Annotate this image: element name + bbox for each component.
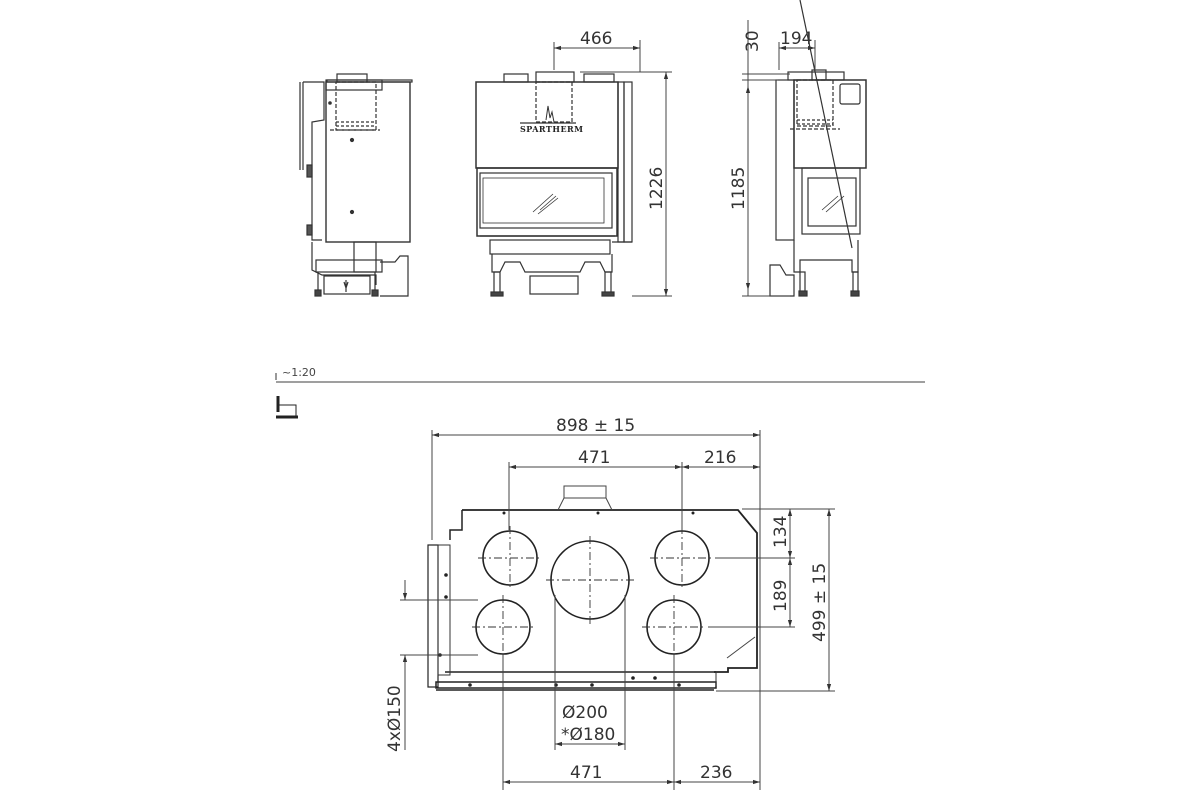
dim-front-466: 466 xyxy=(580,29,612,49)
brand-logo-text: SPARTHERM xyxy=(520,124,584,134)
side-view-right xyxy=(742,0,867,297)
dim-overall-width: 898 ± 15 xyxy=(556,416,635,436)
dim-overall-depth: 499 ± 15 xyxy=(810,563,830,642)
dim-right-189: 189 xyxy=(771,580,791,612)
scale-divider xyxy=(275,373,925,419)
dim-front-1226: 1226 xyxy=(647,167,667,210)
dim-side-194: 194 xyxy=(780,29,812,49)
dim-side-1185: 1185 xyxy=(729,167,749,210)
side-view-left xyxy=(299,73,413,297)
top-view xyxy=(400,430,835,790)
dim-top-216: 216 xyxy=(704,448,736,468)
dim-top-471: 471 xyxy=(578,448,610,468)
dim-center-dia-alt: *Ø180 xyxy=(561,725,615,745)
front-view: SPARTHERM xyxy=(475,40,672,297)
dim-center-dia: Ø200 xyxy=(562,703,608,723)
dim-bottom-236: 236 xyxy=(700,763,732,783)
section-symbol-icon xyxy=(276,396,298,419)
dim-right-134: 134 xyxy=(771,516,791,548)
dim-bottom-471: 471 xyxy=(570,763,602,783)
dim-side-30: 30 xyxy=(743,30,763,52)
dim-small-dia: 4xØ150 xyxy=(385,685,405,752)
scale-label: ~1:20 xyxy=(282,366,316,379)
